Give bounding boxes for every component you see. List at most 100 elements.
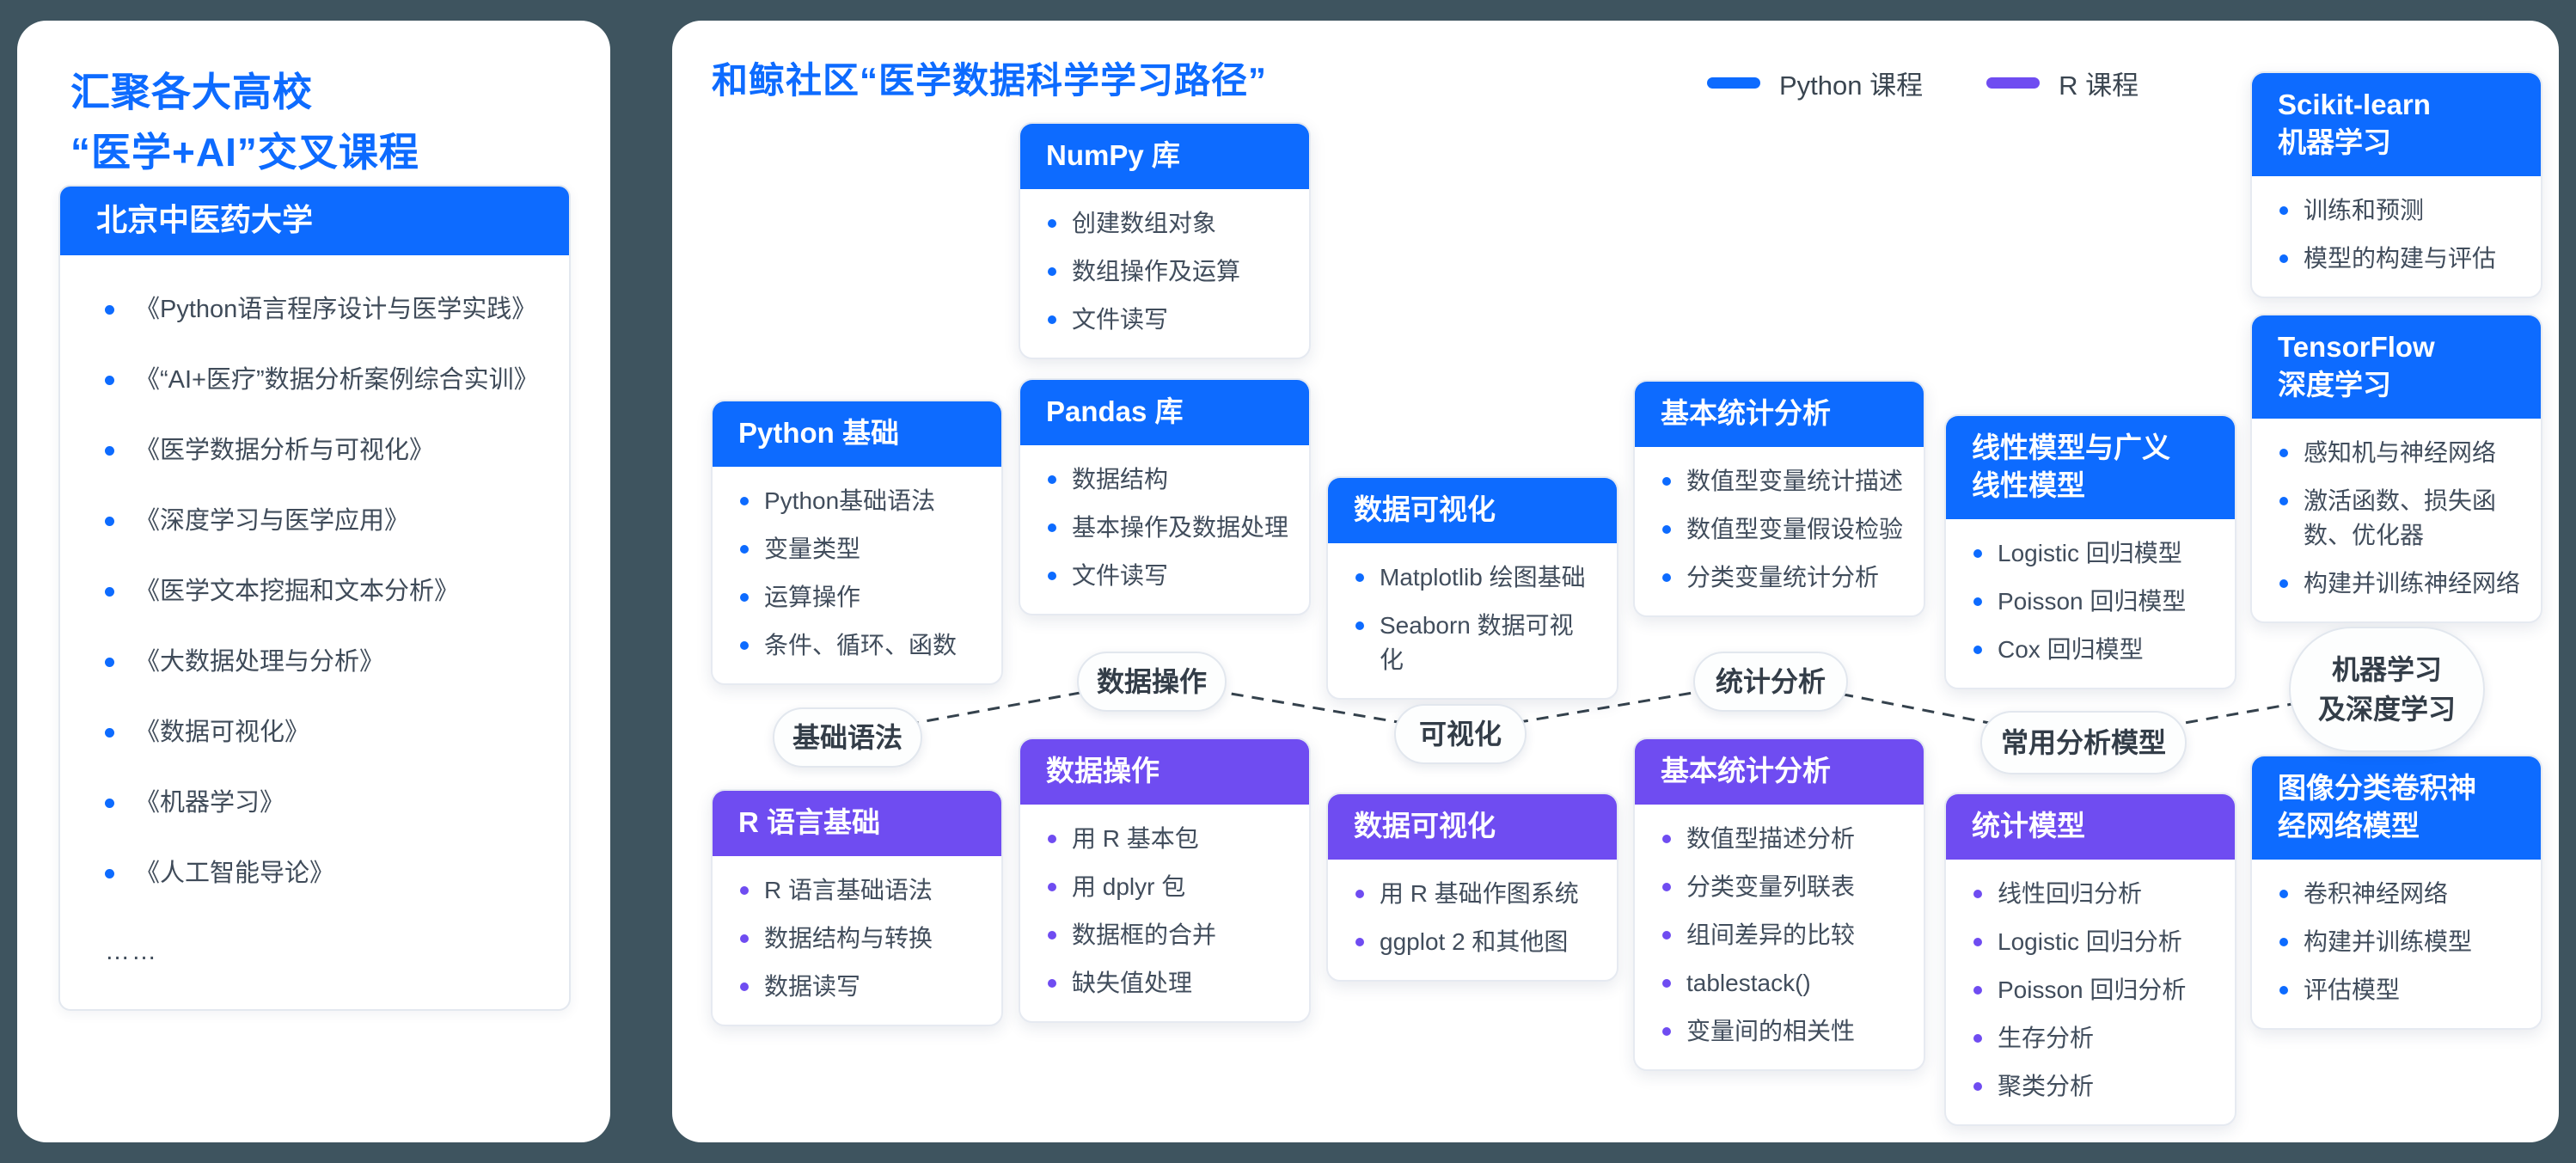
card-item-text: 线性回归分析 [1998,880,2143,907]
card-item: 模型的构建与评估 [2279,235,2520,283]
course-title: 《人工智能导论》 [135,860,335,887]
card-item: 激活函数、损失函数、优化器 [2279,477,2520,560]
left-panel-title: 汇聚各大高校 “医学+AI”交叉课程 [70,70,419,174]
card-item-text: 创建数组对象 [1072,210,1217,236]
card-item-text: 数值型描述分析 [1686,825,1856,852]
bullet-icon [105,305,114,315]
card-item: R 语言基础语法 [740,866,981,915]
milestone-stat-analysis: 统计分析 [1693,652,1848,712]
card-item-text: 运算操作 [764,584,861,610]
card-item: Logistic 回归模型 [1973,529,2214,578]
course-list-item: 《Python语言程序设计与医学实践》 [105,274,552,345]
card-item: 卷积神经网络 [2279,870,2520,918]
card-stats-py-title: 基本统计分析 [1635,382,1924,447]
course-title: 《医学文本挖掘和文本分析》 [135,578,460,605]
card-item-text: 数据读写 [764,973,861,1000]
card-item: 数据框的合并 [1048,911,1288,959]
card-item-text: 用 R 基本包 [1072,825,1199,852]
card-item-text: 感知机与神经网络 [2304,439,2497,466]
card-item-text: 训练和预测 [2304,197,2425,223]
bullet-icon [1662,477,1671,486]
card-item-text: 模型的构建与评估 [2304,245,2497,272]
card-item: 线性回归分析 [1973,870,2214,918]
bullet-icon [105,799,114,808]
bullet-icon [1662,835,1671,843]
card-item: 变量间的相关性 [1662,1007,1903,1056]
card-item: Python基础语法 [740,477,981,525]
card-item: 变量类型 [740,525,981,573]
card-item-text: 数据框的合并 [1072,921,1217,948]
card-item-text: 变量间的相关性 [1686,1018,1856,1044]
bullet-icon [2279,497,2288,505]
card-item-text: 数值型变量统计描述 [1686,468,1904,494]
bullet-icon [1662,1027,1671,1036]
bullet-icon [2279,579,2288,588]
card-item: Matplotlib 绘图基础 [1355,554,1596,602]
bullet-icon [2279,206,2288,215]
card-item: 构建并训练神经网络 [2279,560,2520,608]
card-item-text: 组间差异的比较 [1686,921,1856,948]
bullet-icon [740,497,749,505]
card-sklearn-items: 训练和预测模型的构建与评估 [2252,176,2541,297]
card-item: 数据结构与转换 [740,915,981,963]
card-stats-py: 基本统计分析数值型变量统计描述数值型变量假设检验分类变量统计分析 [1633,380,1925,617]
bullet-icon [1973,597,1982,606]
card-item-text: 激活函数、损失函数、优化器 [2304,487,2497,548]
bullet-icon [1973,1034,1982,1043]
card-item-text: ggplot 2 和其他图 [1380,928,1569,955]
bullet-icon [1662,525,1671,534]
card-item-text: 生存分析 [1998,1025,2095,1051]
bullet-icon [1973,890,1982,898]
card-item-text: 卷积神经网络 [2304,880,2449,907]
card-tensorflow-items: 感知机与神经网络激活函数、损失函数、优化器构建并训练神经网络 [2252,419,2541,621]
card-python-basic-items: Python基础语法变量类型运算操作条件、循环、函数 [713,467,1001,683]
course-list-item: 《人工智能导论》 [105,838,552,909]
card-item-text: 条件、循环、函数 [764,632,958,658]
milestone-common-models: 常用分析模型 [1980,711,2187,774]
card-item: 分类变量列联表 [1662,863,1903,911]
bullet-icon [1048,883,1056,891]
card-item: tablestack() [1662,959,1903,1007]
card-item: 数值型变量统计描述 [1662,457,1903,505]
card-dataviz-r-title: 数据可视化 [1328,794,1617,860]
bullet-icon [1973,1082,1982,1091]
bullet-icon [1973,938,1982,946]
bullet-icon [105,376,114,385]
card-numpy-items: 创建数组对象数组操作及运算文件读写 [1020,189,1309,358]
card-item-text: 构建并训练神经网络 [2304,570,2521,597]
left-panel: 汇聚各大高校 “医学+AI”交叉课程 北京中医药大学 《Python语言程序设计… [17,21,610,1142]
bullet-icon [105,587,114,597]
bullet-icon [1973,549,1982,558]
bullet-icon [1973,986,1982,995]
card-item: 评估模型 [2279,966,2520,1014]
card-item-text: Python基础语法 [764,487,936,514]
card-linear-models-title: 线性模型与广义 线性模型 [1946,416,2235,519]
card-item: Seaborn 数据可视化 [1355,602,1596,684]
card-stats-r-items: 数值型描述分析分类变量列联表组间差异的比较 tablestack() 变量间的相关性 [1635,805,1924,1069]
card-item: Poisson 回归分析 [1973,966,2214,1014]
card-item-text: 数值型变量假设检验 [1686,516,1904,542]
bullet-icon [1048,572,1056,580]
card-item-text: 文件读写 [1072,306,1169,333]
university-course-list: 《Python语言程序设计与医学实践》《“AI+医疗”数据分析案例综合实训》《医… [60,255,569,1009]
card-item: 条件、循环、函数 [740,621,981,670]
bullet-icon [1048,315,1056,324]
card-item: 用 dplyr 包 [1048,863,1288,911]
bullet-icon [1048,219,1056,228]
card-item: 分类变量统计分析 [1662,554,1903,602]
card-item-text: 数组操作及运算 [1072,258,1241,285]
bullet-icon [1048,931,1056,940]
course-list-item: 《大数据处理与分析》 [105,627,552,697]
card-pandas-items: 数据结构基本操作及数据处理文件读写 [1020,445,1309,614]
card-item-text: 用 dplyr 包 [1072,873,1186,900]
card-item: 构建并训练模型 [2279,918,2520,966]
card-item-text: 分类变量统计分析 [1686,564,1880,591]
card-pandas-title: Pandas 库 [1020,380,1309,445]
course-list-item: 《深度学习与医学应用》 [105,486,552,556]
card-item: 数值型变量假设检验 [1662,505,1903,554]
